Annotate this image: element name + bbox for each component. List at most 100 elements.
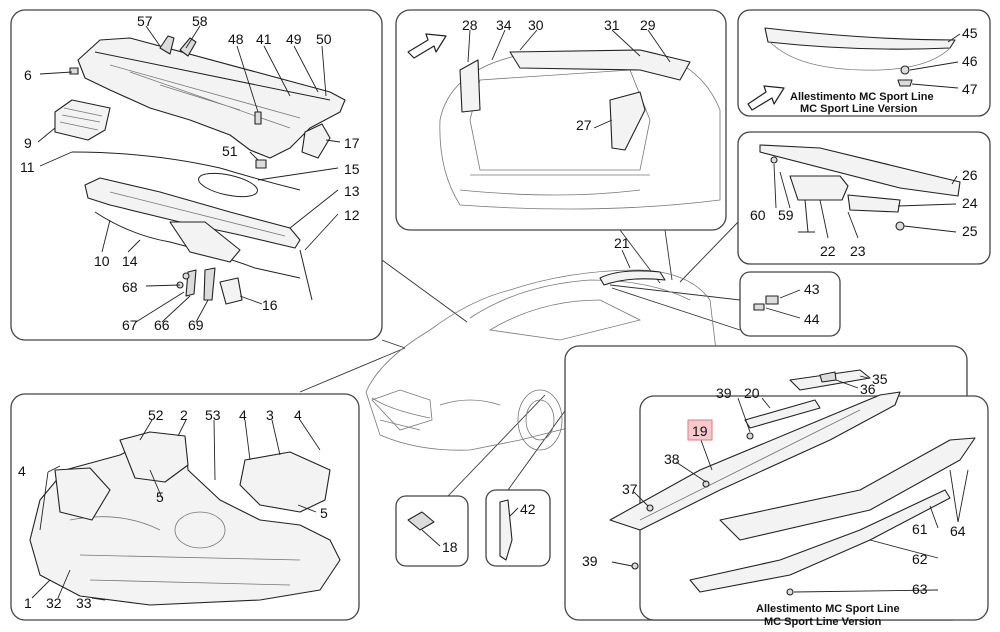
callout-57: 57 [137,13,153,29]
panel-spoiler: 45 46 47 Allestimento MC Sport Line MC S… [737,9,991,117]
bolt-48 [254,111,262,125]
callout-61: 61 [912,521,928,537]
cover-16 [219,277,243,305]
callout-4a: 4 [239,407,247,423]
callout-19[interactable]: 19 [692,423,708,439]
callout-17: 17 [344,135,360,151]
screw-39a [746,432,754,440]
callout-52: 52 [148,407,164,423]
callout-26: 26 [962,167,978,183]
sill-61 [719,437,976,541]
bracket-69 [203,267,216,301]
callout-48: 48 [228,31,244,47]
cover-24 [847,194,901,213]
callout-51: 51 [222,143,238,159]
callout-9: 9 [24,135,32,151]
seal-27 [609,91,646,151]
sill-62 [689,489,951,593]
callout-30: 30 [528,17,544,33]
callout-63: 63 [912,581,928,597]
callout-42: 42 [520,501,536,517]
bracket-17 [301,123,331,159]
callout-29: 29 [640,17,656,33]
spacer-47 [897,79,913,87]
bracket-58 [179,37,197,57]
screw-63 [786,588,794,596]
callout-64: 64 [950,523,966,539]
spoiler-21 [599,270,666,286]
panel-rear-trim: 26 24 25 60 59 22 23 [737,131,991,265]
screw-37 [646,504,654,512]
shield-3 [239,451,331,513]
callout-39a: 39 [716,385,732,401]
callout-10: 10 [94,253,110,269]
panel-undertray: 52 2 53 4 3 4 4 5 5 1 32 33 [10,393,360,621]
direction-arrow [407,33,447,59]
frame-14 [94,211,301,279]
callout-44: 44 [804,311,820,327]
screw-39b [631,562,639,570]
panel-cowl: 57 58 48 41 49 50 6 9 51 17 11 15 13 12 … [10,9,383,341]
spoiler-note-line1: Allestimento MC Sport Line [790,91,934,103]
callout-46: 46 [962,53,978,69]
bolt-6 [69,67,79,75]
callout-45: 45 [962,25,978,41]
callout-59: 59 [778,207,794,223]
panel-part-18: 18 [395,495,469,567]
callout-39b: 39 [582,553,598,569]
spoiler-note-line2: MC Sport Line Version [800,103,918,115]
callout-62: 62 [912,551,928,567]
grille-18 [407,511,435,531]
callout-1: 1 [24,595,32,611]
seal-31 [509,49,691,81]
callout-66: 66 [154,317,170,333]
callout-35: 35 [872,371,888,387]
trim-28 [459,59,481,113]
rod-12 [299,249,313,301]
screw-25 [895,221,905,231]
callout-50: 50 [316,31,332,47]
clip-44 [753,303,765,311]
callout-32: 32 [46,595,62,611]
callout-13: 13 [344,183,360,199]
sill-note-line1: Allestimento MC Sport Line [756,603,900,615]
callout-24: 24 [962,195,978,211]
support-10 [169,221,241,263]
callout-15: 15 [344,161,360,177]
callout-14: 14 [122,253,138,269]
callout-58: 58 [192,13,208,29]
trim-26 [759,144,961,197]
screw-60 [770,156,778,164]
callout-25: 25 [962,223,978,239]
callout-23: 23 [850,243,866,259]
panel-side-sill: 35 39 20 36 19 38 37 39 61 62 63 64 Alle… [564,345,989,628]
callout-49: 49 [286,31,302,47]
panel-clips: 43 44 [739,271,841,337]
callout-11: 11 [20,159,35,175]
cowl-panel-41 [77,37,346,159]
lamp-22 [789,175,849,201]
callout-3: 3 [266,407,274,423]
callout-33: 33 [76,595,92,611]
callout-43: 43 [804,281,820,297]
callout-22: 22 [820,243,836,259]
callout-36: 36 [860,381,876,397]
callout-69: 69 [188,317,204,333]
callout-4b: 4 [294,407,302,423]
callout-20: 20 [744,385,760,401]
callout-37: 37 [622,481,638,497]
callout-18: 18 [442,539,458,555]
callout-53: 53 [205,407,221,423]
callout-5a: 5 [156,489,164,505]
shield-2 [119,431,189,483]
callout-41: 41 [256,31,272,47]
spoiler-arrow [747,85,785,111]
nut-46 [900,65,910,75]
highlight-19 [687,419,713,441]
insert-20 [744,399,821,429]
screw-68 [182,272,190,280]
gasket-15 [198,172,258,198]
callout-6: 6 [24,67,32,83]
callout-68: 68 [122,279,138,295]
callout-5b: 5 [320,505,328,521]
